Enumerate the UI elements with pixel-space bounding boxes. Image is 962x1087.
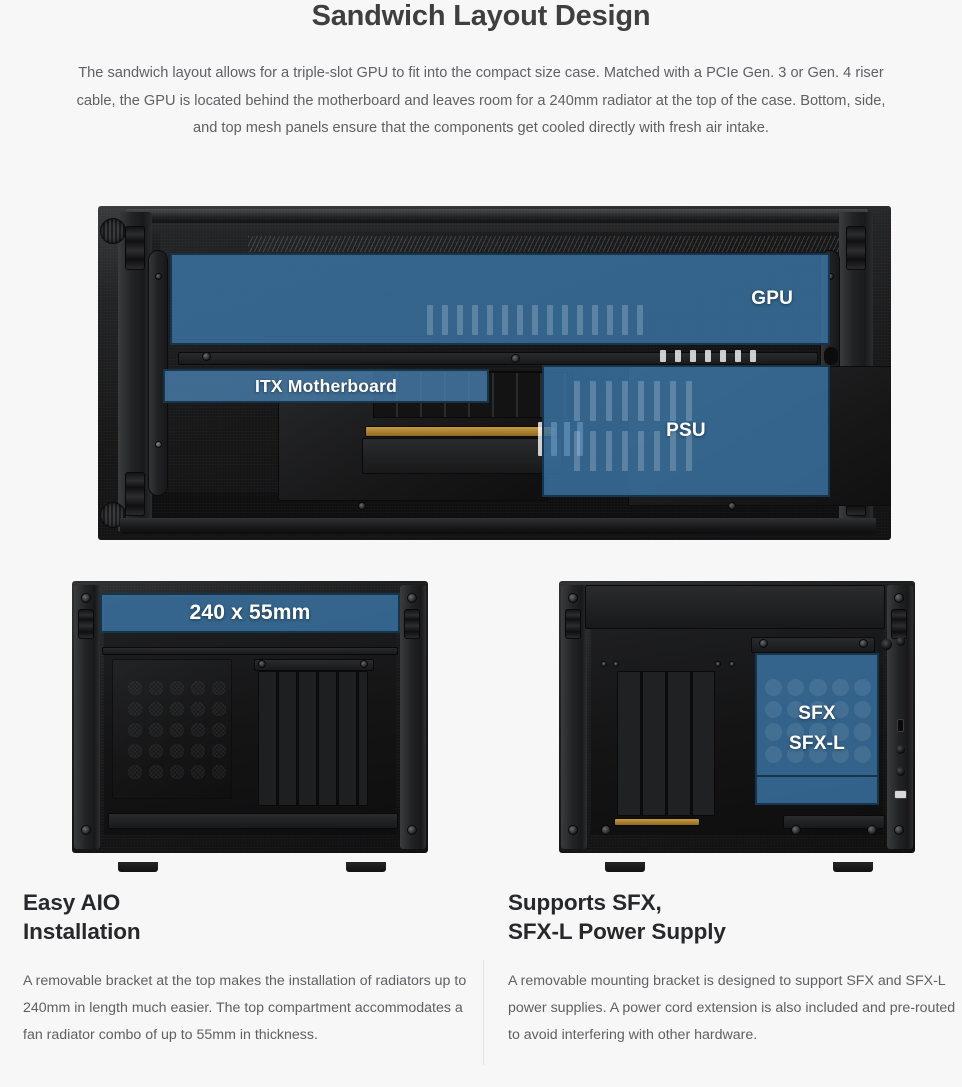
screw [511,354,520,363]
feature-block-aio: Easy AIO Installation A removable bracke… [23,888,473,1049]
screw [601,661,607,667]
screw [81,593,91,603]
sfx-label-text: SFX [798,703,836,724]
psu-label-text: PSU [666,420,706,441]
case-bezel-left [561,585,587,849]
case-bezel-right [400,585,426,849]
thumbscrew-knob [100,218,126,244]
bracket-cutout [824,347,838,365]
gpu-fin-pattern [427,305,643,335]
bracket-seam-line [757,775,877,777]
midplate-divider [178,352,818,365]
case-rail-left [118,212,152,532]
page-title: Sandwich Layout Design [311,0,651,32]
usb-c-port-icon [897,719,904,732]
radiator-size-overlay: 240 x 55mm [100,593,400,633]
screw [407,825,417,835]
mobo-io-block [362,438,562,474]
sfx-psu-overlay: SFX SFX-L [755,653,879,805]
gpu-overlay-label: GPU [170,253,830,345]
column-divider [483,960,484,1065]
screw [859,639,868,648]
screw [759,639,768,648]
motherboard-label-text: ITX Motherboard [254,375,398,396]
screw [81,825,91,835]
screw [407,593,417,603]
thumbscrew-knob [100,502,126,528]
case-bezel-left [74,585,100,849]
bezel-vent-slot [891,609,907,639]
psu-fin-pattern-bottom [574,431,692,471]
screw [155,273,162,280]
psu-bottom-bracket [783,815,885,829]
intro-paragraph: The sandwich layout allows for a triple-… [76,65,886,136]
top-mesh-strip [248,236,868,252]
radiator-compartment-divider [102,647,398,655]
screw [715,661,721,667]
screw [867,825,877,835]
case-foot [118,862,158,872]
screw [894,593,904,603]
feature-body: A removable bracket at the top makes the… [23,973,467,1043]
screw [568,593,578,603]
expansion-slot-bar [254,659,374,671]
screw [791,825,801,835]
screw [613,661,619,667]
sfx-l-label-text: SFX-L [789,733,845,754]
gpu-label-text: GPU [751,288,793,309]
usb-a-port-icon [894,790,907,799]
feature-block-sfx: Supports SFX, SFX-L Power Supply A remov… [508,888,958,1049]
bezel-vent-slot [565,609,581,639]
gpu-slot-fins [258,671,368,806]
screw [155,441,162,448]
rail-vent-slot [846,226,866,270]
power-button-icon [896,637,905,646]
case-bottom-bar [108,813,398,829]
feature-body: A removable mounting bracket is designed… [508,973,956,1043]
case-top-lid [126,209,868,223]
motherboard-overlay-label: ITX Motherboard [163,369,489,403]
aio-case-image: 240 x 55mm [68,581,432,872]
case-bottom-base [120,518,876,534]
hero-case-image: GPU ITX Motherboard PSU [98,206,891,540]
sfx-case-image: SFX SFX-L [555,581,919,872]
feature-heading: Easy AIO Installation [23,890,141,944]
psu-overlay-label: PSU [542,365,830,497]
radiator-size-text: 240 x 55mm [189,601,311,624]
case-bezel-right [887,585,913,849]
psu-bracket-top [751,637,875,653]
bezel-vent-slot [78,609,94,639]
top-panel [585,585,885,629]
audio-jack-icon [896,767,905,776]
screw [729,661,735,667]
bezel-vent-slot [404,609,420,639]
rail-vent-slot [125,472,145,516]
screw [360,660,368,668]
audio-jack-icon [896,745,905,754]
case-foot [833,862,873,872]
pcie-slot [366,427,556,436]
rail-vent-slot [125,226,145,270]
screw [258,660,266,668]
screw [358,502,366,510]
screw [728,502,736,510]
case-foot [605,862,645,872]
gpu-slot-fins [617,671,715,816]
screw [894,825,904,835]
psu-fin-pattern-top [574,381,692,421]
case-foot [346,862,386,872]
psu-dot-pattern [765,679,872,763]
screw [202,352,211,361]
gpu-bracket-vents [660,350,756,362]
shroud-panel [112,659,232,799]
feature-heading: Supports SFX, SFX-L Power Supply [508,890,726,944]
pcie-connector [615,819,699,825]
bracket-hole [881,639,892,650]
screw [568,825,578,835]
screw [601,825,611,835]
